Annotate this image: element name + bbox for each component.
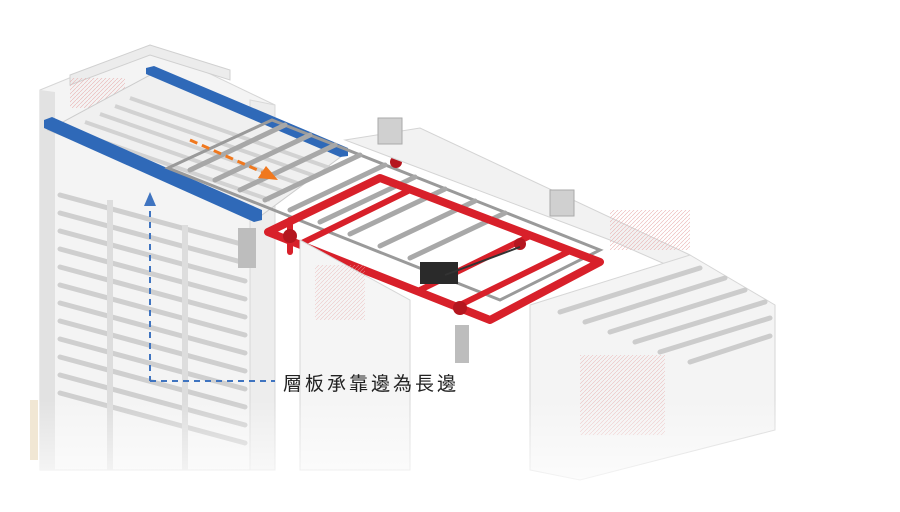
upper-gantry (343, 117, 691, 276)
transfer-rails (164, 118, 604, 302)
callout-label: 層板承靠邊為長邊 (283, 373, 460, 395)
top-shelf-tray (44, 66, 352, 222)
shelf-long-edge-front (44, 117, 262, 222)
red-lift-carriage (264, 156, 604, 324)
motion-arrow-icon (189, 138, 278, 180)
callout-leader-icon (144, 192, 275, 382)
shelf-long-edge-back (146, 66, 348, 157)
drive-motor (420, 262, 458, 284)
